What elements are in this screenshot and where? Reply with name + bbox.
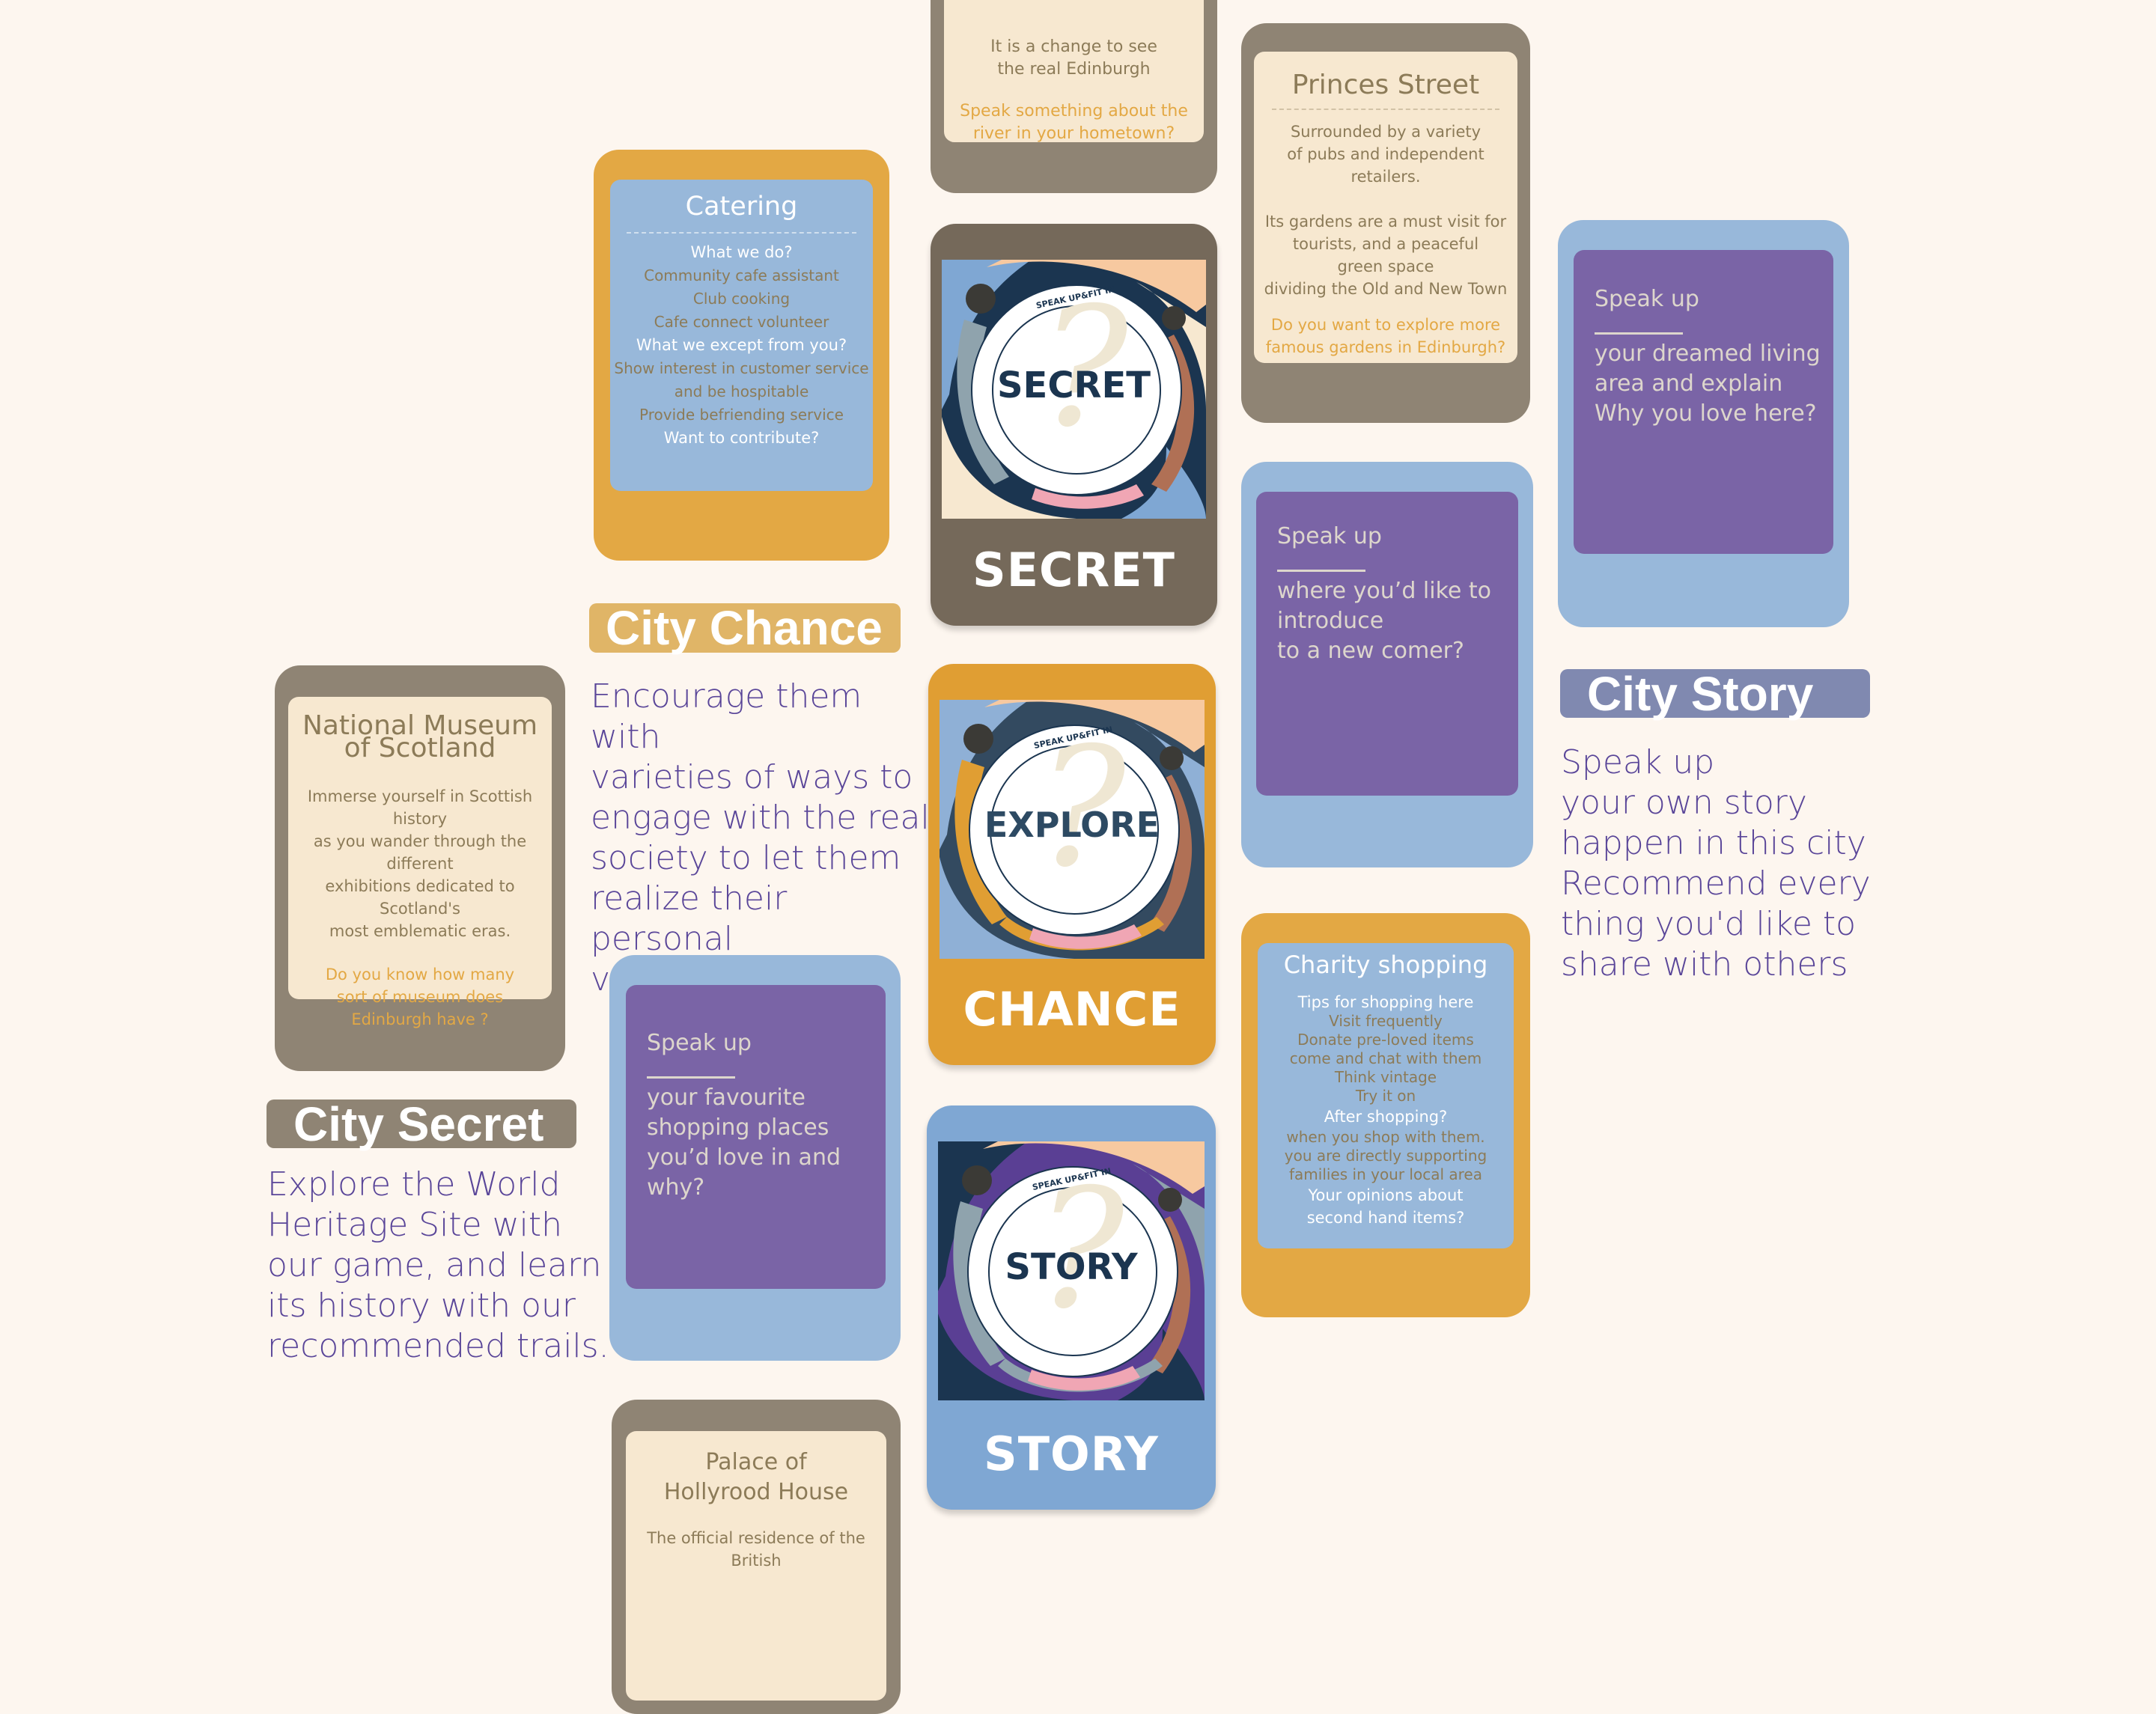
cover-center-word: STORY: [1005, 1246, 1138, 1288]
card-lines: Tips for shopping here Visit frequently …: [1284, 993, 1487, 1227]
card-story-cover[interactable]: ? STORY SPEAK UP&FIT IN STORY: [927, 1105, 1216, 1510]
card-question: Do you want to explore more famous garde…: [1265, 316, 1506, 356]
card-newcomer-prompt[interactable]: Speak up where you’d like to introduce t…: [1241, 462, 1533, 867]
blank-line: [1595, 332, 1683, 335]
cover-artwork: ? EXPLORE SPEAK UP&FIT IN: [940, 700, 1205, 959]
prompt-text: Speak up where you’d like to introduce t…: [1277, 523, 1491, 664]
blank-line: [1277, 570, 1365, 572]
card-body: Immerse yourself in Scottish history as …: [307, 787, 533, 940]
cover-center-word: EXPLORE: [984, 805, 1160, 845]
badge-city-chance: City Chance: [589, 603, 901, 653]
speak-up-ring-illustration: ?: [940, 700, 1205, 959]
card-catering-face: Catering What we do? Community cafe assi…: [610, 180, 873, 491]
card-top-partial[interactable]: It is a change to see the real Edinburgh…: [931, 0, 1217, 193]
cover-artwork: ? SECRET SPEAK UP&FIT IN: [942, 260, 1206, 519]
card-princes-street[interactable]: Princes Street Surrounded by a variety o…: [1241, 23, 1530, 423]
card-catering[interactable]: Catering What we do? Community cafe assi…: [594, 150, 889, 561]
card-princes-street-face: Princes Street Surrounded by a variety o…: [1254, 52, 1517, 363]
divider: [627, 232, 856, 234]
card-body: Surrounded by a variety of pubs and inde…: [1264, 123, 1508, 298]
prompt-text: Speak up your dreamed living area and ex…: [1595, 286, 1821, 427]
card-prompt-face: Speak up your favourite shopping places …: [626, 985, 886, 1289]
card-lines: What we do? Community cafe assistant Clu…: [614, 243, 869, 447]
badge-city-secret: City Secret: [267, 1100, 576, 1149]
speak-up-ring-illustration: ?: [938, 1141, 1205, 1400]
card-national-museum[interactable]: National Museum of Scotland Immerse your…: [275, 665, 565, 1071]
blank-line: [647, 1076, 735, 1079]
card-prompt-face: Speak up your dreamed living area and ex…: [1574, 250, 1833, 554]
card-chance-cover[interactable]: ? EXPLORE SPEAK UP&FIT IN CHANCE: [928, 664, 1216, 1065]
badge-city-story: City Story: [1560, 669, 1870, 719]
card-top-partial-face: It is a change to see the real Edinburgh…: [944, 0, 1204, 143]
card-national-museum-face: National Museum of Scotland Immerse your…: [288, 697, 552, 1028]
speak-up-ring-illustration: ?: [942, 260, 1206, 519]
city-secret-description: Explore the World Heritage Site with our…: [267, 1165, 609, 1365]
card-dreamed-living-prompt[interactable]: Speak up your dreamed living area and ex…: [1558, 220, 1849, 627]
cover-label: STORY: [984, 1427, 1159, 1481]
card-body: The official residence of the British: [647, 1529, 865, 1570]
cover-label: SECRET: [972, 543, 1175, 597]
prompt-text: Speak up your favourite shopping places …: [647, 1030, 841, 1201]
card-favourite-shopping-prompt[interactable]: Speak up your favourite shopping places …: [609, 955, 901, 1361]
card-title: Catering: [685, 192, 798, 222]
cover-label: CHANCE: [963, 982, 1181, 1037]
card-title: Princes Street: [1291, 70, 1480, 100]
card-title: Charity shopping: [1283, 951, 1488, 979]
card-palace-hollyrood[interactable]: Palace of Hollyrood House The official r…: [612, 1400, 901, 1714]
card-body: It is a change to see the real Edinburgh: [990, 37, 1157, 79]
card-charity-shopping-face: Charity shopping Tips for shopping here …: [1258, 943, 1514, 1248]
card-title: National Museum of Scotland: [302, 710, 538, 763]
svg-text:?: ?: [1038, 712, 1127, 903]
card-question: Speak something about the river in your …: [960, 102, 1188, 143]
card-charity-shopping[interactable]: Charity shopping Tips for shopping here …: [1241, 913, 1530, 1317]
card-secret-cover[interactable]: ? SECRET SPEAK UP&FIT IN SECRET: [931, 224, 1217, 626]
cover-artwork: ? STORY SPEAK UP&FIT IN: [938, 1141, 1205, 1400]
svg-text:?: ?: [1036, 1153, 1126, 1345]
svg-text:?: ?: [1040, 272, 1130, 463]
divider: [1272, 109, 1499, 110]
city-chance-description: Encourage them with varieties of ways to…: [591, 677, 930, 998]
cover-center-word: SECRET: [996, 365, 1151, 406]
card-title: Palace of Hollyrood House: [663, 1449, 849, 1505]
card-question: Do you know how many sort of museum does…: [325, 966, 515, 1028]
card-prompt-face: Speak up where you’d like to introduce t…: [1256, 492, 1518, 796]
card-palace-face: Palace of Hollyrood House The official r…: [626, 1431, 886, 1701]
city-story-description: Speak up your own story happen in this c…: [1561, 743, 1871, 983]
